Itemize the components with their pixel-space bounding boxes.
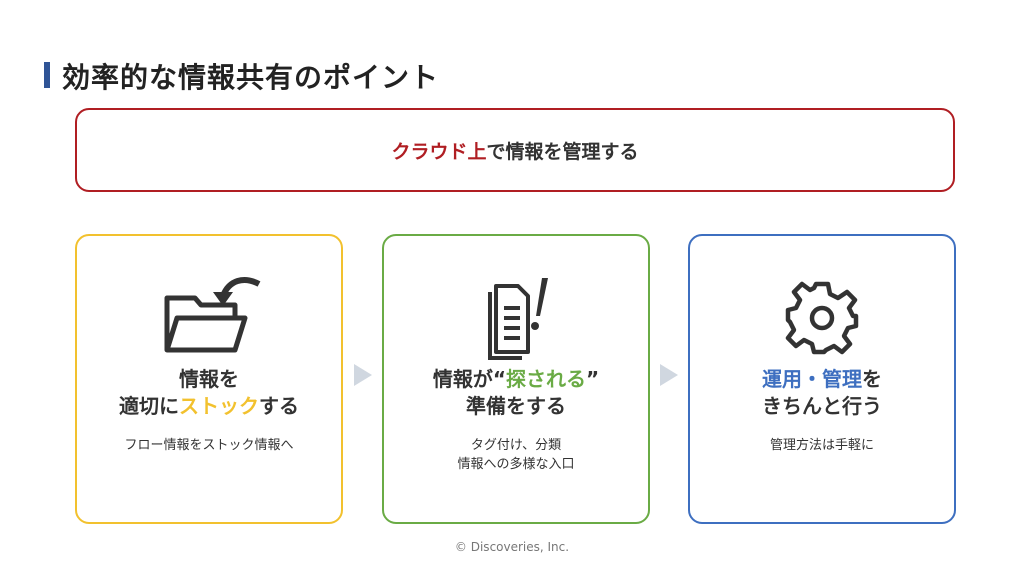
folder-return-icon — [164, 277, 261, 353]
card-operation: 運用・管理を きちんと行う 管理方法は手軽に — [688, 234, 956, 524]
page-title: 効率的な情報共有のポイント — [62, 61, 440, 94]
flow-arrow-1 — [354, 364, 372, 386]
card-operation-desc: 管理方法は手軽に — [769, 438, 874, 453]
card-stock-title: 情報を 適切にストックする — [119, 367, 299, 418]
copyright-footer: © Discoveries, Inc. — [454, 540, 570, 554]
cloud-banner: クラウド上で情報を管理する — [75, 108, 955, 192]
card-operation-title: 運用・管理を きちんと行う — [762, 367, 882, 418]
card-searchable: 情報が“探される” 準備をする タグ付け、分類 情報への多様な入口 — [382, 234, 650, 524]
card-stock: 情報を 適切にストックする フロー情報をストック情報へ — [75, 234, 343, 524]
title-accent-bar — [44, 62, 50, 88]
flow-arrow-2 — [660, 364, 678, 386]
banner-text: で情報を管理する — [486, 140, 639, 163]
banner-highlight: クラウド上 — [391, 140, 487, 163]
card-searchable-desc: タグ付け、分類 情報への多様な入口 — [457, 438, 575, 472]
card-searchable-title: 情報が“探される” 準備をする — [432, 367, 600, 418]
documents-exclamation-icon — [488, 278, 548, 360]
card-stock-desc: フロー情報をストック情報へ — [124, 438, 294, 453]
gear-icon — [785, 281, 859, 355]
